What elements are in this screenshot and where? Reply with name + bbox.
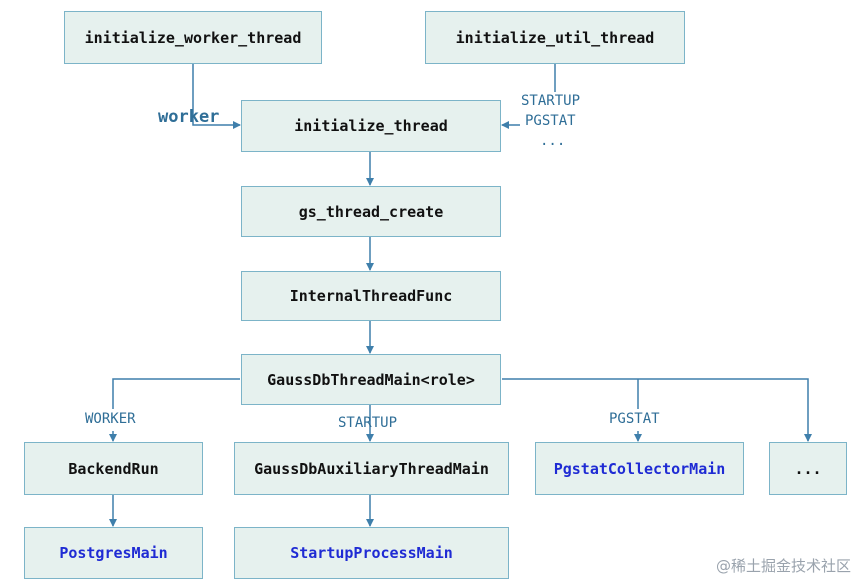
node-pgstat-collector-main: PgstatCollectorMain	[535, 442, 744, 495]
watermark: @稀土掘金技术社区	[715, 557, 851, 575]
label-ellipsis: ...	[540, 133, 566, 149]
node-postgres-main: PostgresMain	[24, 527, 203, 579]
label-pgstat-upper: PGSTAT	[525, 113, 576, 129]
node-initialize-thread: initialize_thread	[241, 100, 501, 152]
node-backend-run: BackendRun	[24, 442, 203, 495]
label-worker: worker	[158, 107, 220, 127]
label-pgstat-branch: PGSTAT	[609, 411, 660, 427]
node-internal-thread-func: InternalThreadFunc	[241, 271, 501, 321]
branch-worker	[112, 378, 240, 409]
node-more: ...	[769, 442, 847, 495]
node-gs-thread-create: gs_thread_create	[241, 186, 501, 237]
node-initialize-worker-thread: initialize_worker_thread	[64, 11, 322, 64]
node-gaussdb-thread-main: GaussDbThreadMain<role>	[241, 354, 501, 405]
branch-pgstat-more	[502, 378, 812, 442]
node-startup-process-main: StartupProcessMain	[234, 527, 509, 579]
node-initialize-util-thread: initialize_util_thread	[425, 11, 685, 64]
label-worker-branch: WORKER	[85, 411, 136, 427]
node-gaussdb-auxiliary-thread-main: GaussDbAuxiliaryThreadMain	[234, 442, 509, 495]
label-startup-branch: STARTUP	[338, 415, 398, 431]
label-startup-upper: STARTUP	[521, 93, 581, 109]
